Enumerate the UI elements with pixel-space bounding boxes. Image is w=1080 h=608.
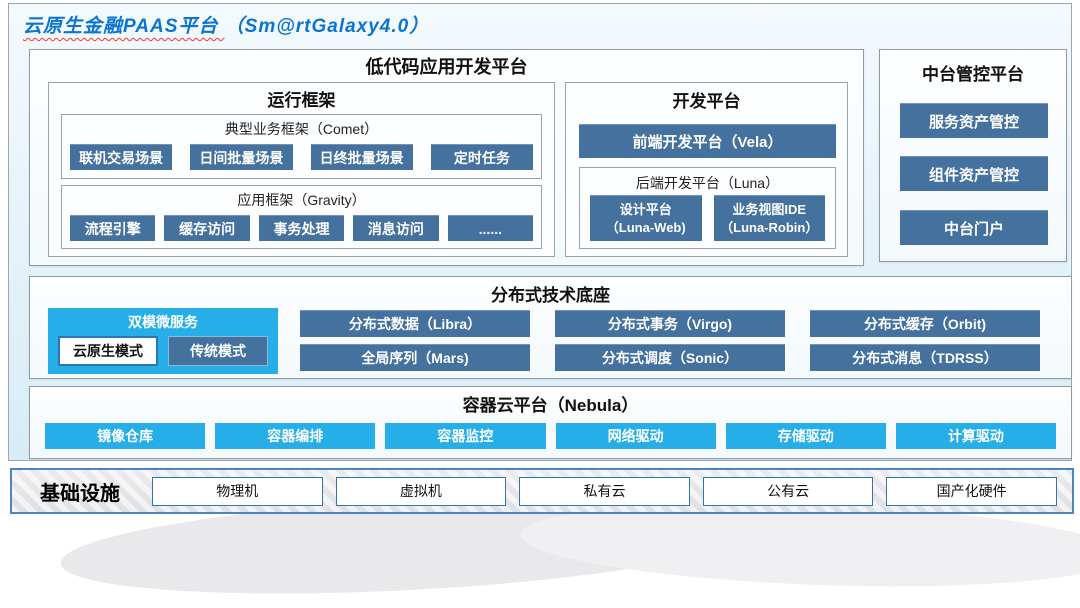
gravity-buttons-row: 流程引擎 缓存访问 事务处理 消息访问 ...... — [70, 215, 534, 241]
luna-backend-box: 后端开发平台（Luna） 设计平台 （Luna-Web) 业务视图IDE （Lu… — [579, 167, 836, 249]
distributed-message-button[interactable]: 分布式消息（TDRSS） — [810, 344, 1040, 371]
distributed-base-box: 分布式技术底座 双模微服务 云原生模式 传统模式 分布式数据（Libra） 分布… — [29, 276, 1072, 379]
luna-web-button[interactable]: 设计平台 （Luna-Web) — [590, 195, 702, 241]
transaction-processing-button[interactable]: 事务处理 — [258, 215, 345, 241]
nebula-platform-title: 容器云平台（Nebula） — [462, 396, 639, 415]
page-title-main: 云原生金融PAAS平台 — [23, 16, 225, 37]
page-title: 云原生金融PAAS平台 （Sm@rtGalaxy4.0） — [23, 11, 429, 38]
distributed-base-title: 分布式技术底座 — [491, 286, 610, 305]
infrastructure-items-row: 物理机 虚拟机 私有云 公有云 国产化硬件 — [152, 476, 1057, 506]
container-orchestration-button[interactable]: 容器编排 — [215, 423, 376, 449]
infrastructure-title: 基础设施 — [40, 482, 120, 505]
component-asset-control-button[interactable]: 组件资产管控 — [900, 156, 1048, 191]
network-driver-button[interactable]: 网络驱动 — [555, 423, 716, 449]
private-cloud-item[interactable]: 私有云 — [519, 476, 690, 506]
page-title-suffix: （Sm@rtGalaxy4.0） — [224, 16, 430, 37]
nebula-buttons-row: 镜像仓库 容器编排 容器监控 网络驱动 存储驱动 计算驱动 — [45, 423, 1057, 449]
global-sequence-button[interactable]: 全局序列（Mars) — [300, 344, 530, 371]
cache-access-button[interactable]: 缓存访问 — [164, 215, 250, 241]
luna-robin-line2: （Luna-Robin） — [720, 219, 819, 235]
dev-platform-title: 开发平台 — [672, 92, 741, 111]
luna-buttons-row: 设计平台 （Luna-Web) 业务视图IDE （Luna-Robin） — [590, 195, 825, 241]
midplatform-title: 中台管控平台 — [922, 65, 1024, 84]
distributed-data-button[interactable]: 分布式数据（Libra） — [300, 310, 530, 337]
distributed-scheduling-button[interactable]: 分布式调度（Sonic） — [555, 344, 785, 371]
virtual-machine-item[interactable]: 虚拟机 — [335, 476, 507, 506]
diagram-frame: 云原生金融PAAS平台 （Sm@rtGalaxy4.0） 低代码应用开发平台 运… — [8, 3, 1072, 461]
more-ellipsis-button[interactable]: ...... — [447, 215, 534, 241]
dualmode-microservice-box: 双模微服务 云原生模式 传统模式 — [48, 308, 278, 374]
gravity-framework-label: 应用框架（Gravity） — [237, 192, 366, 208]
midplatform-box: 中台管控平台 服务资产管控 组件资产管控 中台门户 — [879, 49, 1067, 262]
endofday-batch-button[interactable]: 日终批量场景 — [310, 144, 413, 170]
message-access-button[interactable]: 消息访问 — [353, 215, 439, 241]
online-transaction-button[interactable]: 联机交易场景 — [70, 144, 173, 170]
infrastructure-bar: 基础设施 物理机 虚拟机 私有云 公有云 国产化硬件 — [10, 468, 1074, 514]
container-monitoring-button[interactable]: 容器监控 — [385, 423, 546, 449]
luna-web-line2: （Luna-Web) — [605, 219, 686, 235]
domestic-hardware-item[interactable]: 国产化硬件 — [886, 476, 1057, 506]
comet-buttons-row: 联机交易场景 日间批量场景 日终批量场景 定时任务 — [70, 144, 533, 170]
lowcode-platform-box: 低代码应用开发平台 运行框架 典型业务框架（Comet） 联机交易场景 日间批量… — [29, 49, 864, 266]
service-asset-control-button[interactable]: 服务资产管控 — [900, 103, 1048, 138]
compute-driver-button[interactable]: 计算驱动 — [895, 423, 1057, 449]
runtime-framework-box: 运行框架 典型业务框架（Comet） 联机交易场景 日间批量场景 日终批量场景 … — [48, 82, 555, 257]
image-registry-button[interactable]: 镜像仓库 — [45, 423, 206, 449]
luna-robin-line1: 业务视图IDE — [732, 201, 807, 217]
nebula-platform-box: 容器云平台（Nebula） 镜像仓库 容器编排 容器监控 网络驱动 存储驱动 计… — [29, 386, 1072, 459]
midplatform-portal-button[interactable]: 中台门户 — [900, 210, 1048, 245]
comet-framework-box: 典型业务框架（Comet） 联机交易场景 日间批量场景 日终批量场景 定时任务 — [61, 114, 542, 179]
distributed-cache-button[interactable]: 分布式缓存（Orbit) — [810, 310, 1040, 337]
storage-driver-button[interactable]: 存储驱动 — [725, 423, 886, 449]
daytime-batch-button[interactable]: 日间批量场景 — [190, 144, 293, 170]
luna-backend-label: 后端开发平台（Luna） — [635, 175, 780, 191]
scheduled-task-button[interactable]: 定时任务 — [430, 144, 533, 170]
luna-robin-button[interactable]: 业务视图IDE （Luna-Robin） — [713, 195, 825, 241]
physical-machine-item[interactable]: 物理机 — [152, 476, 323, 506]
distributed-transaction-button[interactable]: 分布式事务（Virgo) — [555, 310, 785, 337]
cloud-native-mode-button[interactable]: 云原生模式 — [58, 336, 158, 366]
lowcode-platform-title: 低代码应用开发平台 — [365, 57, 528, 77]
traditional-mode-button[interactable]: 传统模式 — [168, 336, 268, 366]
process-engine-button[interactable]: 流程引擎 — [70, 215, 156, 241]
vela-frontend-button[interactable]: 前端开发平台（Vela） — [579, 124, 836, 158]
public-cloud-item[interactable]: 公有云 — [702, 476, 874, 506]
dev-platform-box: 开发平台 前端开发平台（Vela） 后端开发平台（Luna） 设计平台 （Lun… — [565, 82, 848, 257]
comet-framework-label: 典型业务框架（Comet） — [224, 121, 379, 137]
dualmode-microservice-label: 双模微服务 — [128, 314, 198, 330]
luna-web-line1: 设计平台 — [619, 201, 672, 217]
runtime-framework-title: 运行框架 — [267, 91, 336, 110]
gravity-framework-box: 应用框架（Gravity） 流程引擎 缓存访问 事务处理 消息访问 ...... — [61, 185, 542, 249]
